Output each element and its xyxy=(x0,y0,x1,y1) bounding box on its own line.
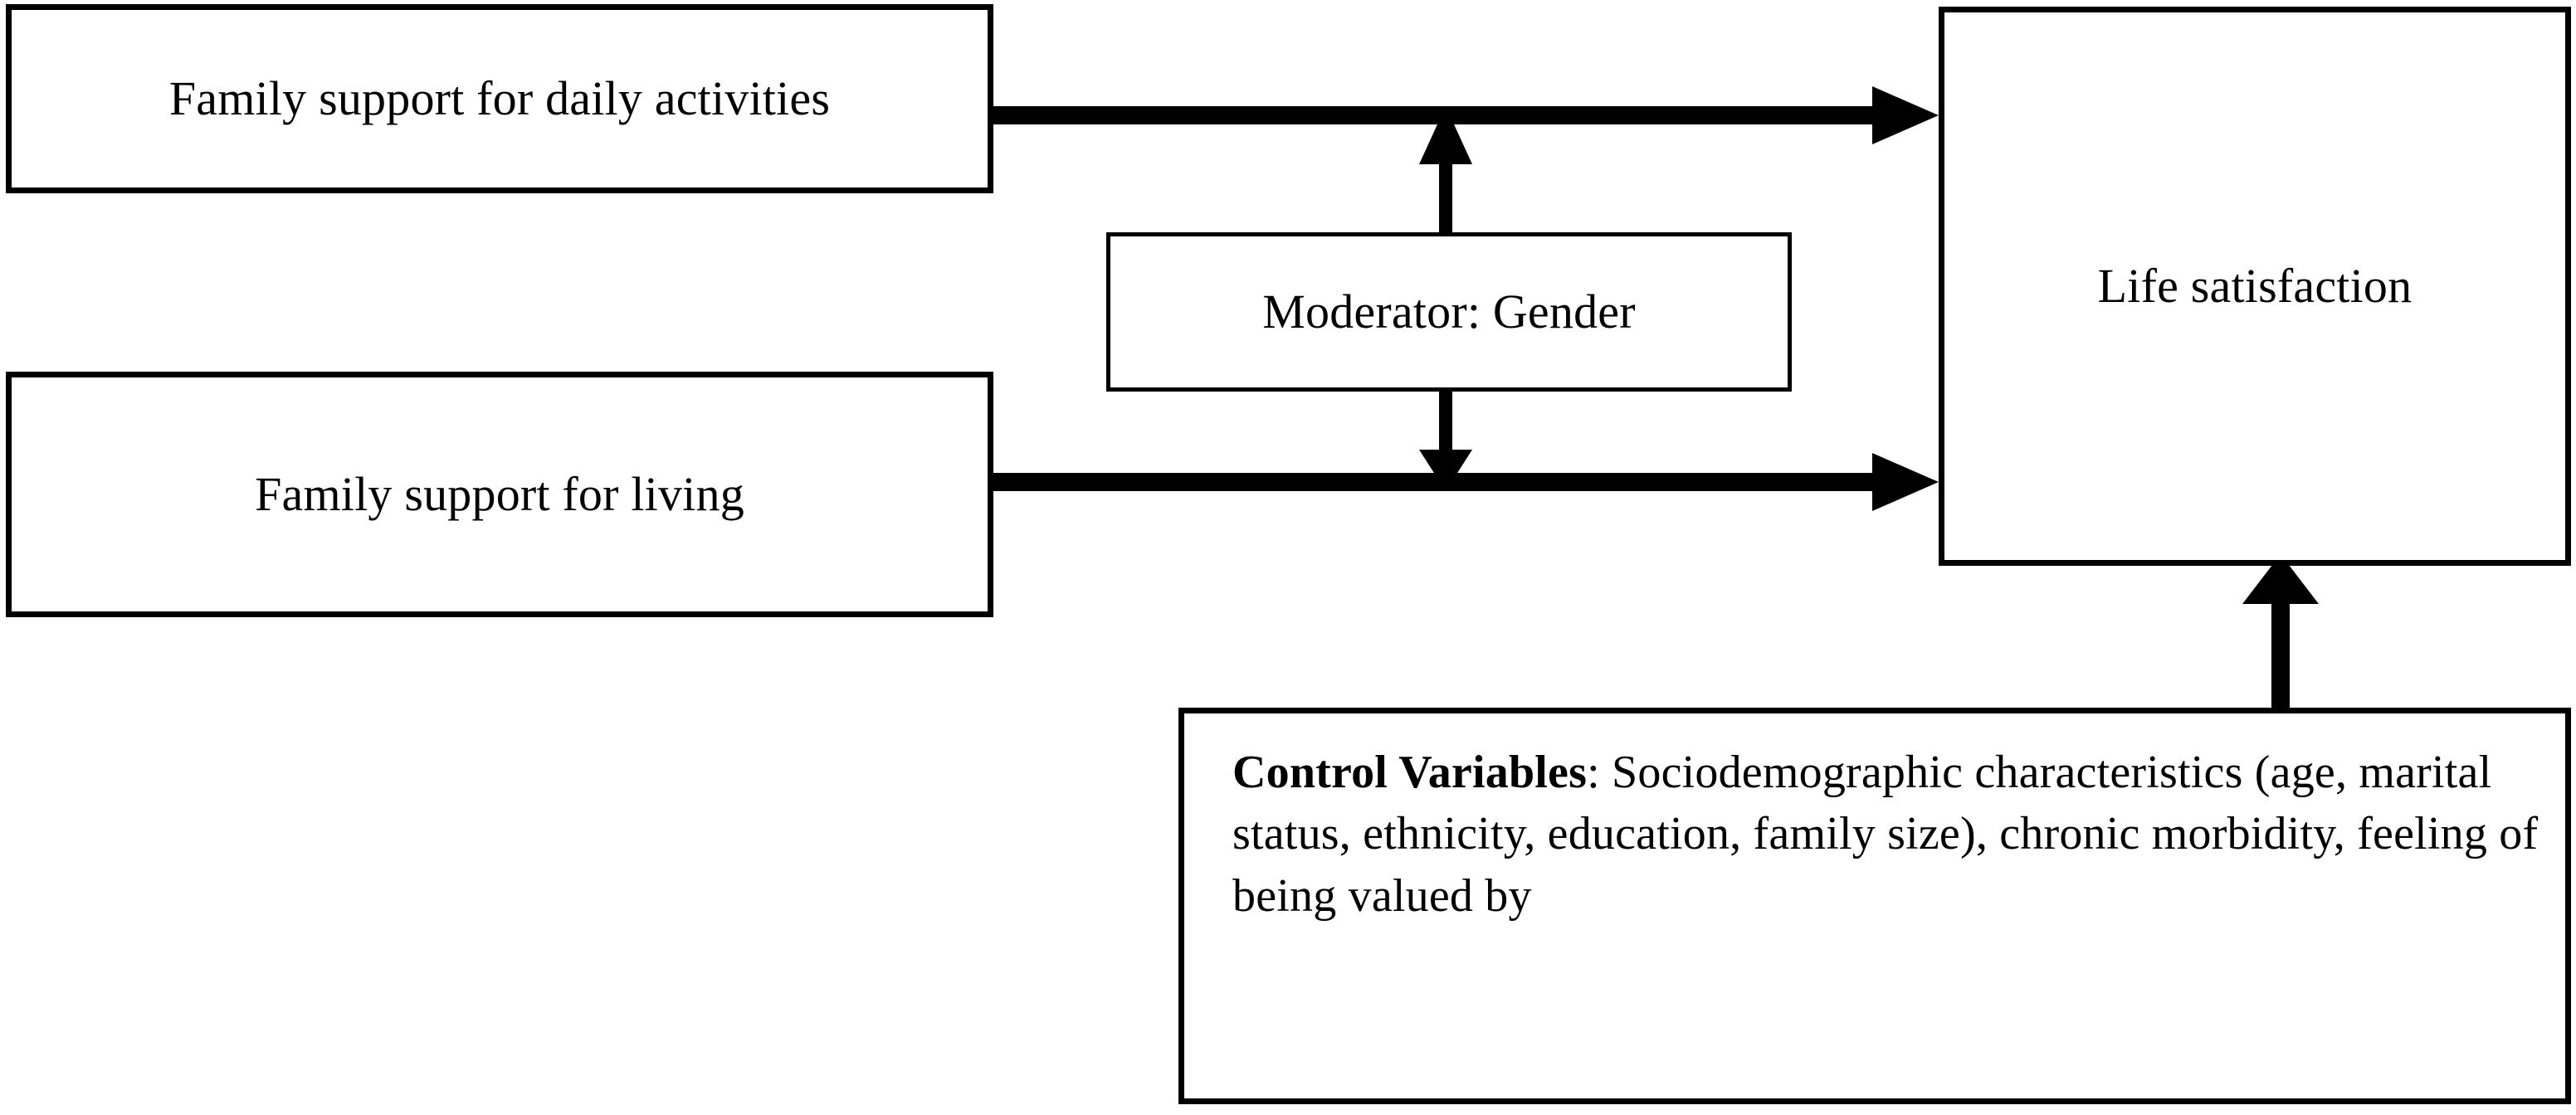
control-variables-lead-label: Control Variables xyxy=(1232,747,1588,798)
arrow-moderator-up xyxy=(1419,106,1472,234)
node-moderator-gender[interactable]: Moderator: Gender xyxy=(1106,232,1792,392)
node-label-moderator-gender: Moderator: Gender xyxy=(1262,284,1636,338)
arrow-moderator-down xyxy=(1419,390,1472,491)
node-family-support-living[interactable]: Family support for living xyxy=(6,372,993,617)
arrow-control-variables-to-life-satisfaction xyxy=(2242,554,2319,711)
node-life-satisfaction[interactable]: Life satisfaction xyxy=(1939,7,2571,566)
node-control-variables[interactable]: Control Variables: Sociodemographic char… xyxy=(1178,708,2571,1104)
node-family-support-daily-activities[interactable]: Family support for daily activities xyxy=(6,4,993,193)
node-label-family-support-daily-activities: Family support for daily activities xyxy=(168,71,831,125)
arrow-daily-activities-to-life-satisfaction xyxy=(988,86,1939,144)
node-label-control-variables: Control Variables: Sociodemographic char… xyxy=(1184,713,2565,927)
control-variables-body-label: : Sociodemographic characteristics (age,… xyxy=(1232,747,2539,922)
arrow-living-to-life-satisfaction xyxy=(988,453,1939,511)
node-label-family-support-living: Family support for living xyxy=(255,466,744,521)
node-label-life-satisfaction: Life satisfaction xyxy=(2097,258,2413,313)
